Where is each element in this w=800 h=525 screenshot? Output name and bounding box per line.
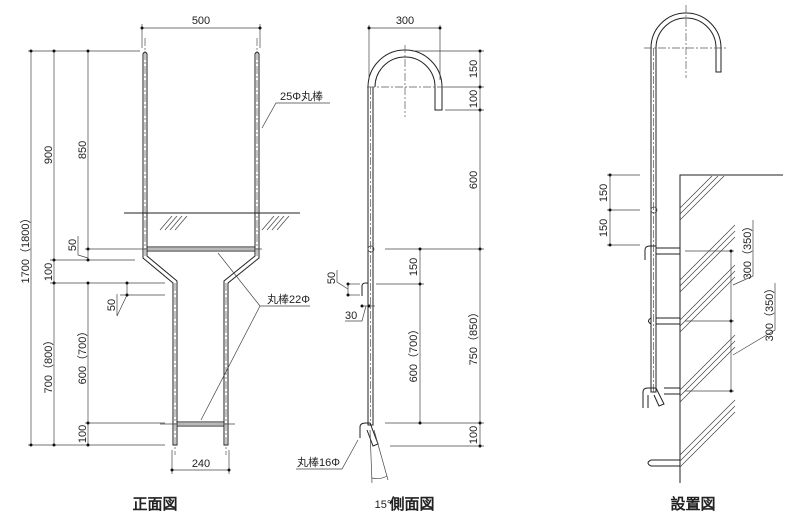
wall-hatch <box>679 175 736 468</box>
dim-750: 750（850） <box>467 307 480 366</box>
dim-900: 900 <box>43 146 55 164</box>
front-view-title: 正面図 <box>132 495 177 513</box>
side-foot <box>359 422 379 447</box>
side-bracket <box>361 282 368 296</box>
ground-hatch <box>159 215 290 231</box>
dim-angle-15: 15° <box>375 499 392 511</box>
dim-150-second: 150 <box>598 219 610 237</box>
right-rail <box>223 51 260 446</box>
left-rail <box>142 51 178 446</box>
front-view: 500 240 1700（1800） 900 100 700（800） 850 <box>19 15 330 513</box>
dim-240: 240 <box>192 458 210 470</box>
side-view: 15° 300 150 100 600 750（850） 100 150 600… <box>296 15 484 513</box>
dim-300: 300 <box>396 15 414 27</box>
dim-600-inner: 600（700） <box>407 324 420 383</box>
dim-100-bottom: 100 <box>77 425 89 443</box>
dim-50-side: 50 <box>326 272 338 284</box>
dim-50-b: 50 <box>106 299 118 311</box>
label-rail-25: 25Φ丸棒 <box>280 89 323 103</box>
dim-150-arc: 150 <box>468 60 480 78</box>
install-hook <box>650 12 722 73</box>
side-hook <box>367 49 443 111</box>
dim-700: 700（800） <box>42 335 55 394</box>
side-view-title: 側面図 <box>388 495 434 513</box>
dim-pitch-2: 300（350） <box>763 283 776 342</box>
dim-1700: 1700（1800） <box>19 213 32 284</box>
dim-30-side: 30 <box>345 310 357 322</box>
dim-50-a: 50 <box>67 239 79 251</box>
dim-pitch-1: 300（350） <box>741 221 754 280</box>
dim-500: 500 <box>192 15 210 27</box>
wall <box>679 174 783 483</box>
dim-150-inner: 150 <box>408 258 420 276</box>
dim-100-hook: 100 <box>468 90 480 108</box>
dim-100-mid: 100 <box>43 263 55 281</box>
label-foot-16: 丸棒16Φ <box>297 455 340 469</box>
dim-100-side-bottom: 100 <box>468 426 480 444</box>
dim-150-top: 150 <box>598 184 610 202</box>
dim-850: 850 <box>77 141 89 159</box>
dim-600-mid: 600 <box>468 171 480 189</box>
label-bar-22: 丸棒22Φ <box>267 292 310 306</box>
dim-600: 600（700） <box>76 326 89 385</box>
install-view-title: 設置図 <box>670 495 715 513</box>
rungs <box>642 245 680 467</box>
install-view: 150 150 300（350） 300（350） 設置図 <box>598 5 783 513</box>
